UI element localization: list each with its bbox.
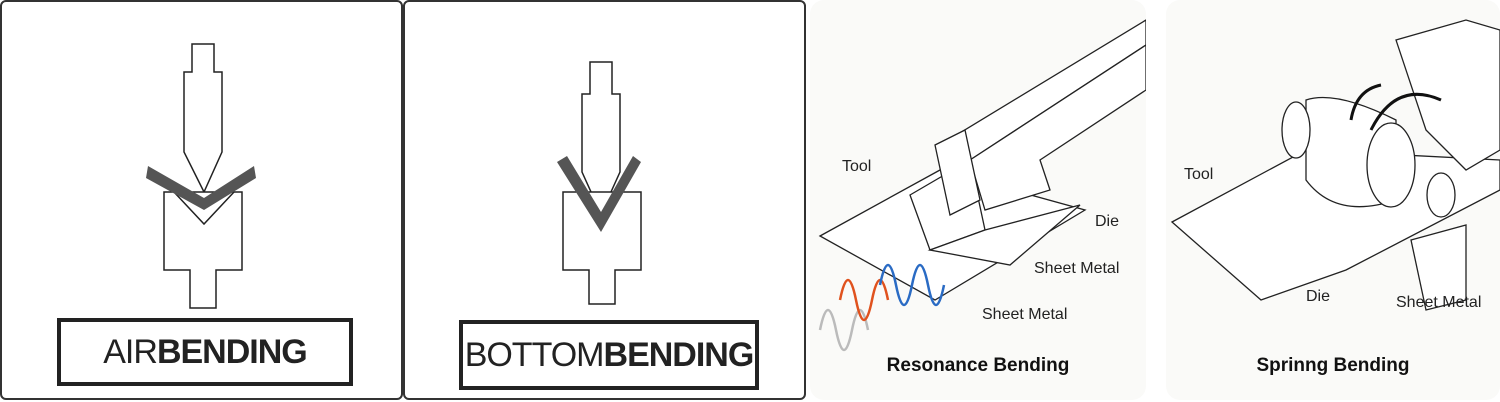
sheet-metal-label-1: Sheet Metal [1034,260,1120,277]
title-light: BOTTOM [464,335,605,374]
rotation-arrow-2 [1369,92,1442,131]
spring-bending-caption: Sprinng Bending [1256,355,1410,376]
roller-end [1366,122,1416,208]
sheet-metal [146,166,256,210]
punch [183,43,223,194]
tool-label: Tool [842,158,872,175]
tool-block [934,129,981,216]
resonance-bending-panel: Tool Die Sheet Metal Sheet Metal Resonan… [810,0,1146,400]
die-label: Die [1095,213,1120,230]
tool-label: Tool [1184,166,1214,183]
resonance-bending-diagram [818,19,1146,352]
title-bold: BENDING [156,332,308,371]
bottom-bending-title: BOTTOM BENDING [459,320,759,390]
title-bold: BENDING [603,335,755,374]
spring-bending-panel: Tool Die Sheet Metal Sprinng Bending [1166,0,1500,400]
sheet-metal-label-2: Sheet Metal [982,306,1068,323]
die-base [927,204,1081,266]
motor-housing [1395,19,1500,171]
die-label: Die [1306,288,1331,305]
resonance-bending-caption: Resonance Bending [886,355,1070,376]
base-block [1410,224,1467,311]
sheet-metal-label: Sheet Metal [1396,294,1482,311]
die [163,191,243,309]
die [562,191,642,305]
title-light: AIR [103,332,158,371]
rotation-arrow [1349,83,1382,121]
bearing-left [1281,101,1311,159]
spring-bending-diagram [1170,19,1500,311]
air-bending-diagram [146,43,256,309]
air-bending-title: AIR BENDING [57,318,353,386]
arm-side [969,44,1146,211]
air-bending-panel: AIR BENDING [0,0,403,400]
bearing-right [1426,172,1456,218]
bottom-bending-panel: BOTTOM BENDING [403,0,806,400]
bottom-bending-diagram [557,61,642,305]
sheet-metal [557,156,641,232]
